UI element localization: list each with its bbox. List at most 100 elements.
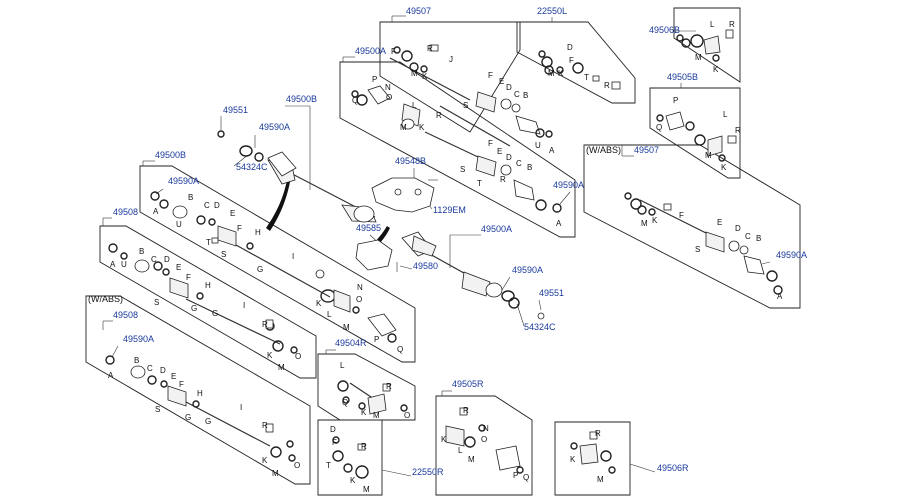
component-letter-m: M [411,69,418,78]
component-letter-b: B [188,193,193,202]
component-letter-k: K [361,408,367,417]
component-letter-g: G [185,413,191,422]
panel-49506R [554,421,631,496]
component-letter-m: M [641,219,648,228]
component-letter-t: T [477,179,482,188]
part-number-49505B: 49505B [667,72,698,82]
component-letter-m: M [373,411,380,420]
component-letter-j: J [449,55,453,64]
part-number-49505R: 49505R [452,379,484,389]
component-letter-f: F [488,71,493,80]
part-number-49590A_f: 49590A [123,334,154,344]
component-letter-k: K [350,476,356,485]
component-letter-k: K [713,65,719,74]
component-letter-a: A [549,146,555,155]
component-letter-u: U [535,141,541,150]
component-letter-a: A [777,292,783,301]
component-letter-g: G [257,265,263,274]
note-labels: (W/ABS)(W/ABS) [88,145,621,304]
component-letter-c: C [147,364,153,373]
component-letter-m: M [278,363,285,372]
component-letter-i: I [292,252,294,261]
component-letter-f: F [186,273,191,282]
part-number-49590A_b: 49590A [168,176,199,186]
part-number-54324C_l: 54324C [236,162,268,172]
part-number-49508_abs: 49508 [113,310,138,320]
component-letter-e: E [171,372,176,381]
component-letter-r: R [361,442,367,451]
component-letter-m: M [705,151,712,160]
component-letter-e: E [497,147,502,156]
component-letter-p: P [513,471,518,480]
panel-49505R [435,395,533,496]
component-letter-m: M [597,475,604,484]
part-number-49585: 49585 [356,223,381,233]
part-number-49590A_c: 49590A [553,180,584,190]
component-letter-k: K [419,123,425,132]
component-letter-e: E [176,263,181,272]
part-number-49500B_top: 49500B [286,94,317,104]
component-letter-s: S [154,298,159,307]
component-letter-s: S [463,101,468,110]
component-letter-r: R [463,406,469,415]
component-letter-o: O [294,461,300,470]
component-letter-g: G [212,309,218,318]
part-number-49590A_d: 49590A [512,265,543,275]
component-letter-m: M [548,69,555,78]
component-letter-o: O [481,435,487,444]
component-letter-p: P [673,96,678,105]
component-letter-t: T [206,238,211,247]
component-letter-k: K [652,216,658,225]
panel-49500A-top [339,61,576,238]
part-number-49507_abs: 49507 [634,145,659,155]
component-letter-f: F [569,56,574,65]
panel-49507-top [379,21,521,133]
component-letter-m: M [400,123,407,132]
component-letter-l: L [710,20,715,29]
component-letter-l: L [723,110,728,119]
component-letter-a: A [108,371,114,380]
component-letter-f: F [488,139,493,148]
component-letter-g: G [205,417,211,426]
panel-49505B [649,87,741,179]
component-letter-d: D [567,43,573,52]
panel-49508-abs [85,295,311,485]
component-letter-o: O [386,93,392,102]
component-letter-o: O [295,352,301,361]
component-letter-a: A [153,207,159,216]
component-letter-e: E [230,209,235,218]
component-letter-d: D [330,425,336,434]
component-letter-q: Q [342,398,348,407]
component-letter-r: R [262,320,268,329]
component-letter-i: I [240,403,242,412]
component-letter-n: N [385,83,391,92]
component-letter-s: S [460,165,465,174]
component-letter-a: A [556,219,562,228]
component-letter-b: B [527,163,532,172]
component-letter-r: R [729,20,735,29]
component-letter-f: F [679,211,684,220]
component-letter-m: M [468,455,475,464]
panel-22550L [516,21,636,104]
part-number-49548B: 49548B [395,156,426,166]
panel-49506B [673,7,741,83]
component-letter-k: K [267,351,273,360]
component-letter-b: B [134,356,139,365]
component-letter-a: A [110,260,116,269]
component-letter-o: O [356,295,362,304]
component-letter-d: D [164,255,170,264]
component-letter-m: M [695,53,702,62]
component-letter-m: M [272,469,279,478]
part-number-22550L: 22550L [537,6,567,16]
component-letter-o: O [404,411,410,420]
component-letter-e: E [717,218,722,227]
component-letter-l: L [340,361,345,370]
component-letter-p: P [372,75,377,84]
component-letter-c: C [204,201,210,210]
part-number-22550R: 22550R [412,467,444,477]
bracket-49585 [355,239,393,271]
part-number-49504R: 49504R [335,338,367,348]
